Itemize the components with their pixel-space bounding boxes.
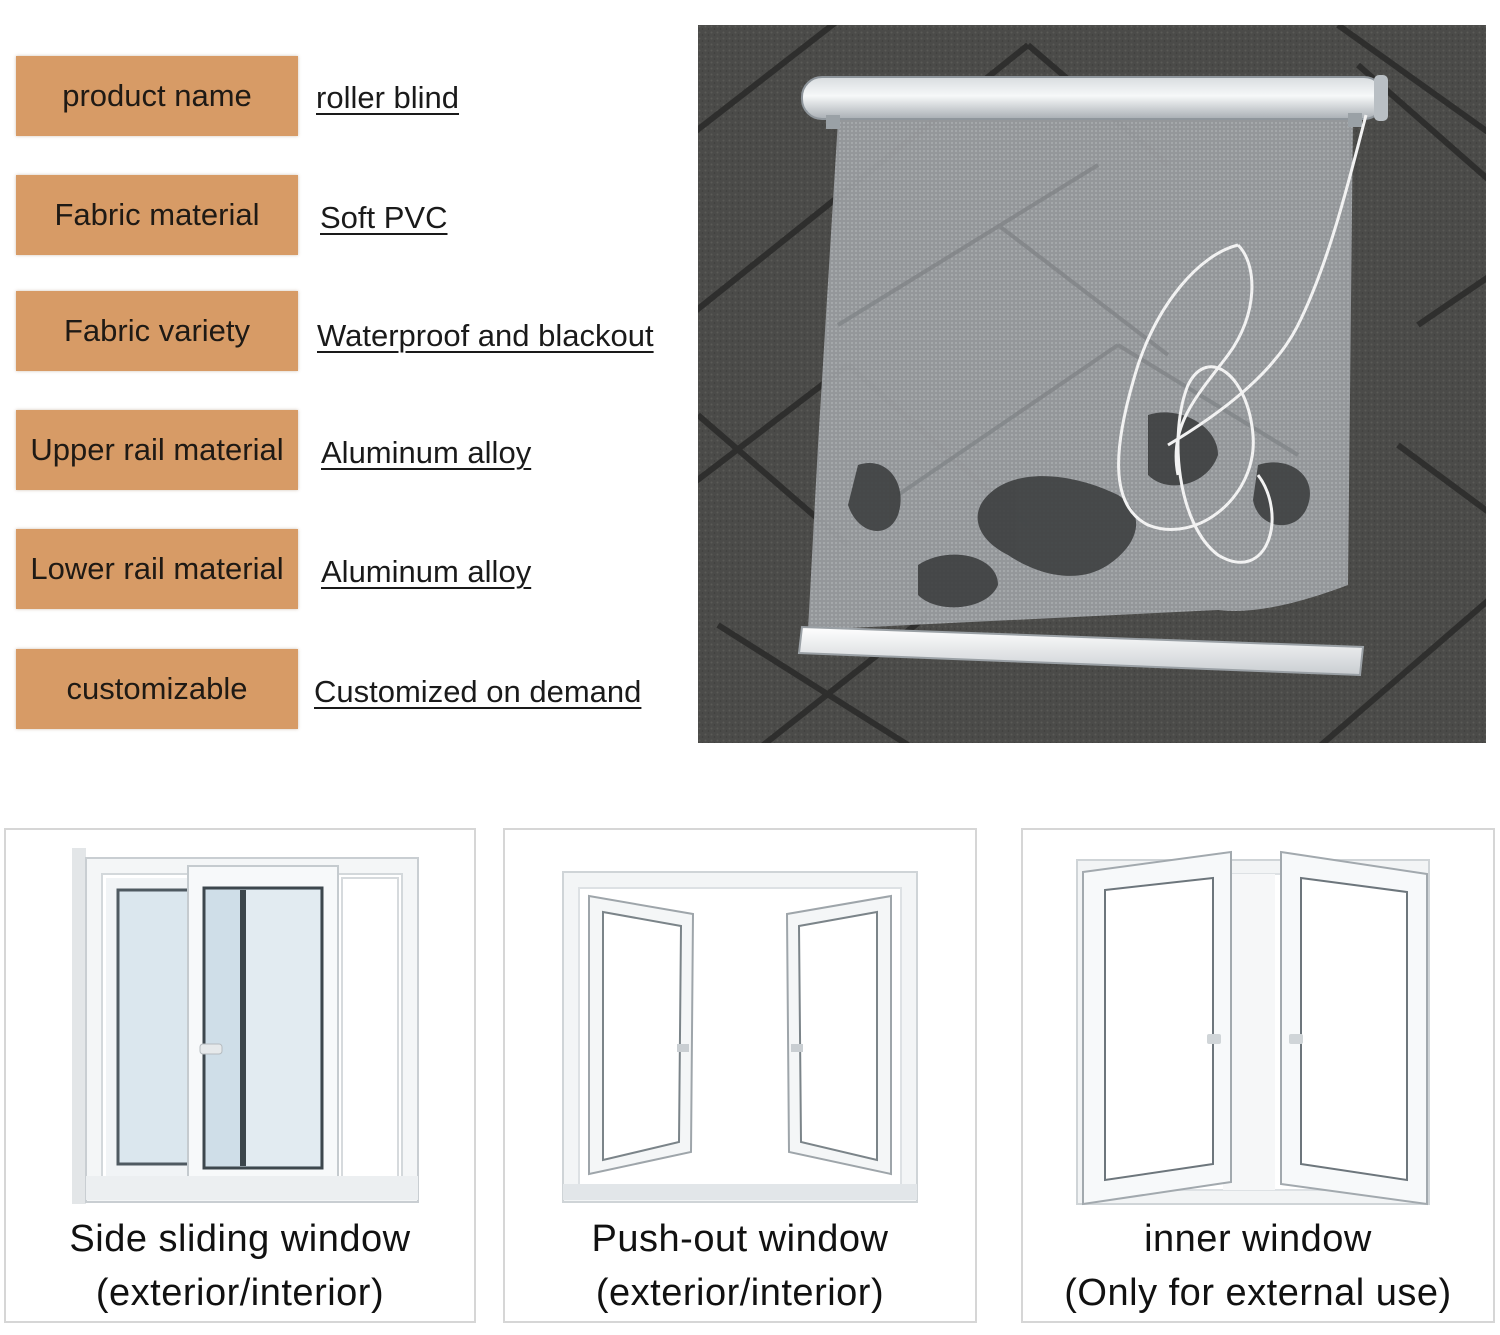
window-subtitle: (Only for external use): [1064, 1272, 1452, 1314]
push-out-window-icon: [562, 871, 918, 1203]
spec-value-fabric-material: Soft PVC: [320, 200, 448, 235]
window-title: Push-out window: [591, 1218, 889, 1260]
spec-value-product-name: roller blind: [316, 80, 460, 115]
spec-value-customizable: Customized on demand: [314, 674, 642, 709]
window-title: inner window: [1144, 1218, 1372, 1260]
window-card-push-out: Push-out window (exterior/interior): [503, 828, 977, 1323]
spec-label-customizable: customizable: [16, 649, 298, 729]
side-sliding-window-icon: [72, 848, 419, 1204]
spec-value-upper-rail: Aluminum alloy: [321, 435, 532, 470]
window-card-side-sliding: Side sliding window (exterior/interior): [4, 828, 476, 1323]
spec-value-fabric-variety: Waterproof and blackout: [317, 318, 654, 353]
spec-label-upper-rail: Upper rail material: [16, 410, 298, 490]
product-photo: [698, 25, 1486, 743]
window-title: Side sliding window: [69, 1218, 411, 1260]
spec-label-fabric-material: Fabric material: [16, 175, 298, 255]
window-subtitle: (exterior/interior): [95, 1272, 385, 1314]
spec-label-lower-rail: Lower rail material: [16, 529, 298, 609]
spec-label-fabric-variety: Fabric variety: [16, 291, 298, 371]
window-subtitle: (exterior/interior): [595, 1272, 885, 1314]
window-card-inner: inner window (Only for external use): [1021, 828, 1495, 1323]
inner-window-icon: [1076, 850, 1430, 1206]
spec-value-lower-rail: Aluminum alloy: [321, 554, 532, 589]
spec-label-product-name: product name: [16, 56, 298, 136]
